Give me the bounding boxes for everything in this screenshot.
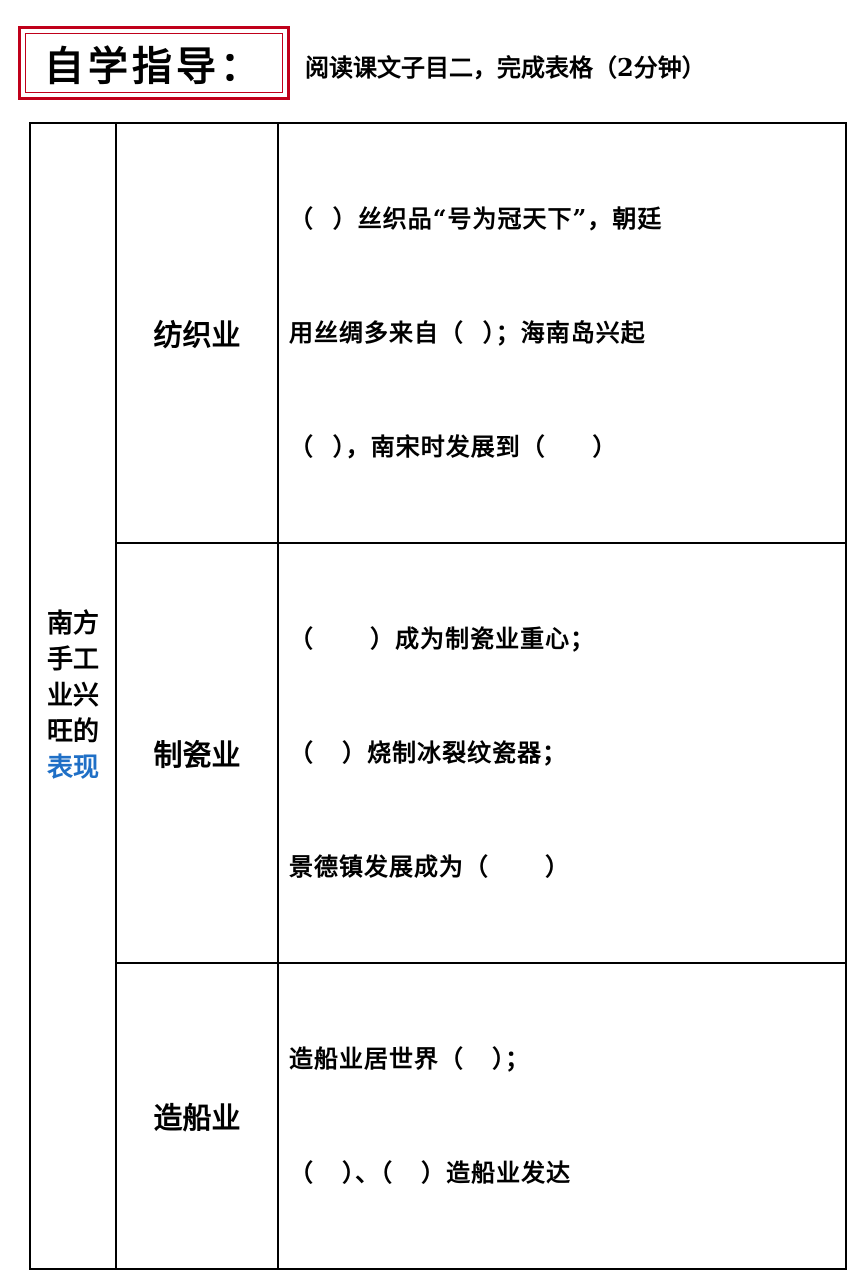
industry-label-shipbuilding: 造船业 (115, 962, 279, 1270)
content-line: （ ），南宋时发展到（ ） (289, 432, 618, 461)
table-row-porcelain: 制瓷业 （ ）成为制瓷业重心； （ ）烧制冰裂纹瓷器； 景德镇发展成为（ ） (30, 542, 847, 964)
content-line: （ ）成为制瓷业重心； (289, 624, 596, 653)
content-line: （ ）烧制冰裂纹瓷器； (289, 738, 568, 767)
fill-in-table: 南方 手工 业兴 旺的 表现 纺织业 （ ）丝织品“号为冠天下”，朝廷 用丝绸多… (29, 122, 847, 1270)
content-cell-textile: （ ）丝织品“号为冠天下”，朝廷 用丝绸多来自（ ）；海南岛兴起 （ ），南宋时… (277, 122, 847, 544)
side-label-highlight: 表现 (46, 753, 99, 783)
content-line: 景德镇发展成为（ ） (289, 852, 571, 881)
page-title: 自学指导： (25, 33, 283, 93)
content-line: 造船业居世界（ ）； (289, 1044, 531, 1073)
table-row-textile: 南方 手工 业兴 旺的 表现 纺织业 （ ）丝织品“号为冠天下”，朝廷 用丝绸多… (29, 122, 847, 1270)
title-box: 自学指导： (18, 26, 290, 100)
content-line: （ ）、（ ）造船业发达 (289, 1158, 572, 1187)
side-label: 南方 手工 业兴 旺的 表现 (29, 122, 117, 1270)
industry-label-textile: 纺织业 (115, 122, 279, 544)
content-line: 用丝绸多来自（ ）；海南岛兴起 (289, 318, 646, 347)
content-line: （ ）丝织品“号为冠天下”，朝廷 (289, 204, 663, 233)
content-cell-porcelain: （ ）成为制瓷业重心； （ ）烧制冰裂纹瓷器； 景德镇发展成为（ ） (277, 542, 847, 964)
side-label-line: 手工 (46, 645, 99, 675)
side-label-line: 业兴 (46, 681, 99, 711)
table-row-shipbuilding: 造船业 造船业居世界（ ）； （ ）、（ ）造船业发达 (30, 962, 847, 1270)
side-label-line: 南方 (46, 609, 99, 639)
side-label-line: 旺的 (46, 717, 99, 747)
content-cell-shipbuilding: 造船业居世界（ ）； （ ）、（ ）造船业发达 (277, 962, 847, 1270)
instruction-text: 阅读课文子目二，完成表格（2分钟） (305, 53, 706, 82)
industry-label-porcelain: 制瓷业 (115, 542, 279, 964)
